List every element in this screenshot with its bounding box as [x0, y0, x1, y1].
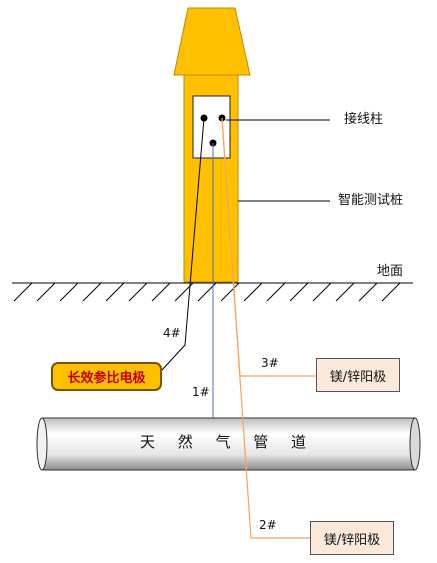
- wire-3-label: 3#: [261, 356, 279, 370]
- ground-label: 地面: [377, 264, 404, 279]
- anode-box-lower: 镁/锌阳极: [310, 521, 394, 555]
- terminal-label: 接线柱: [344, 112, 384, 127]
- pipeline: [36, 417, 421, 471]
- pipeline-label: 天 然 气 管 道: [139, 433, 316, 451]
- wire-1-label: 1#: [192, 385, 210, 399]
- ground-hatching: [13, 282, 401, 302]
- wire-2-label: 2#: [259, 518, 277, 532]
- wire-4-reference: [161, 117, 205, 371]
- wire-4-label: 4#: [163, 326, 181, 340]
- reference-electrode-box: 长效参比电极: [51, 362, 162, 391]
- wire-2-anode: [221, 117, 310, 539]
- test-post-roof: [173, 7, 251, 76]
- test-post-label: 智能测试桩: [338, 193, 404, 208]
- anode-box-upper: 镁/锌阳极: [316, 358, 400, 392]
